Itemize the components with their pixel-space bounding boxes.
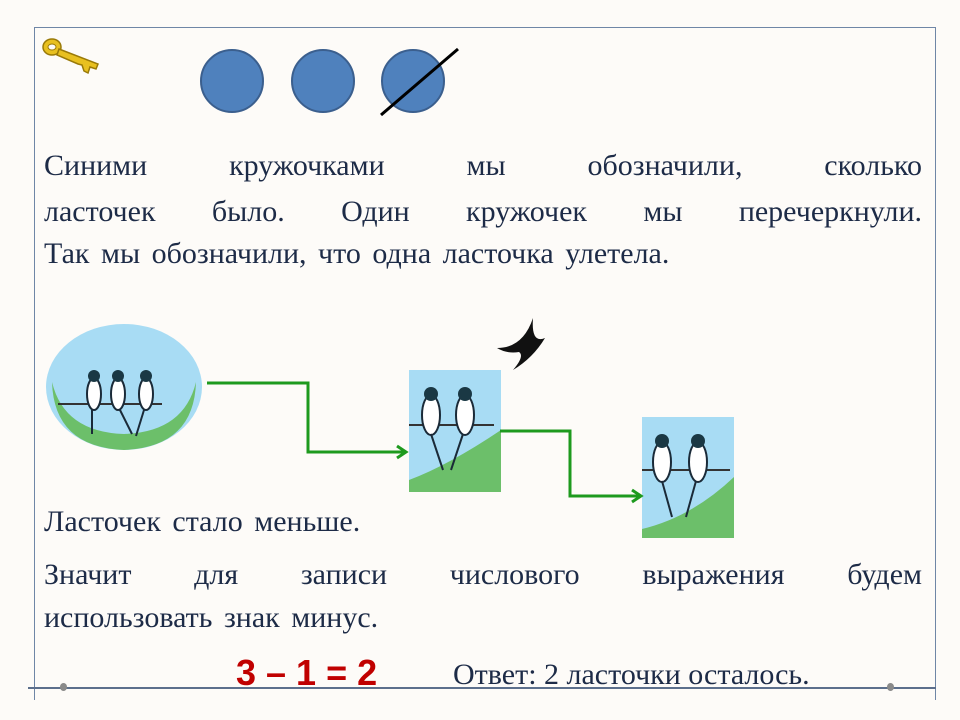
slide-frame: [34, 27, 936, 700]
two-swallows-image-2: [642, 417, 734, 538]
transition-arrows: [207, 381, 644, 504]
flying-swallow-icon: [497, 318, 545, 370]
paragraph1-line2: ласточек было. Один кружочек мы перечерк…: [44, 195, 922, 228]
fewer-swallows-text: Ласточек стало меньше.: [44, 505, 361, 538]
key-icon: [42, 38, 99, 75]
equation: 3 – 1 = 2: [236, 652, 378, 693]
counter-circle-3-crossed: [381, 49, 445, 113]
cross-out-line: [380, 47, 459, 117]
arrow-2: [500, 429, 640, 498]
counter-circle-1: [200, 49, 264, 113]
paragraph2-line1: Значит для записи числового выражения бу…: [44, 558, 922, 591]
answer-text: Ответ: 2 ласточки осталось.: [453, 658, 810, 691]
paragraph1-line3: Так мы обозначили, что одна ласточка уле…: [44, 237, 670, 270]
three-swallows-image: [46, 324, 202, 450]
corner-dot-left: [60, 683, 67, 691]
paragraph2-line2: использовать знак минус.: [44, 601, 379, 634]
bottom-divider: [28, 687, 936, 689]
arrow-1: [207, 381, 405, 454]
counter-circle-2: [291, 49, 355, 113]
paragraph1-line1: Синими кружочками мы обозначили, сколько: [44, 149, 922, 182]
corner-dot-right: [887, 683, 894, 691]
two-swallows-image-1: [409, 370, 501, 492]
